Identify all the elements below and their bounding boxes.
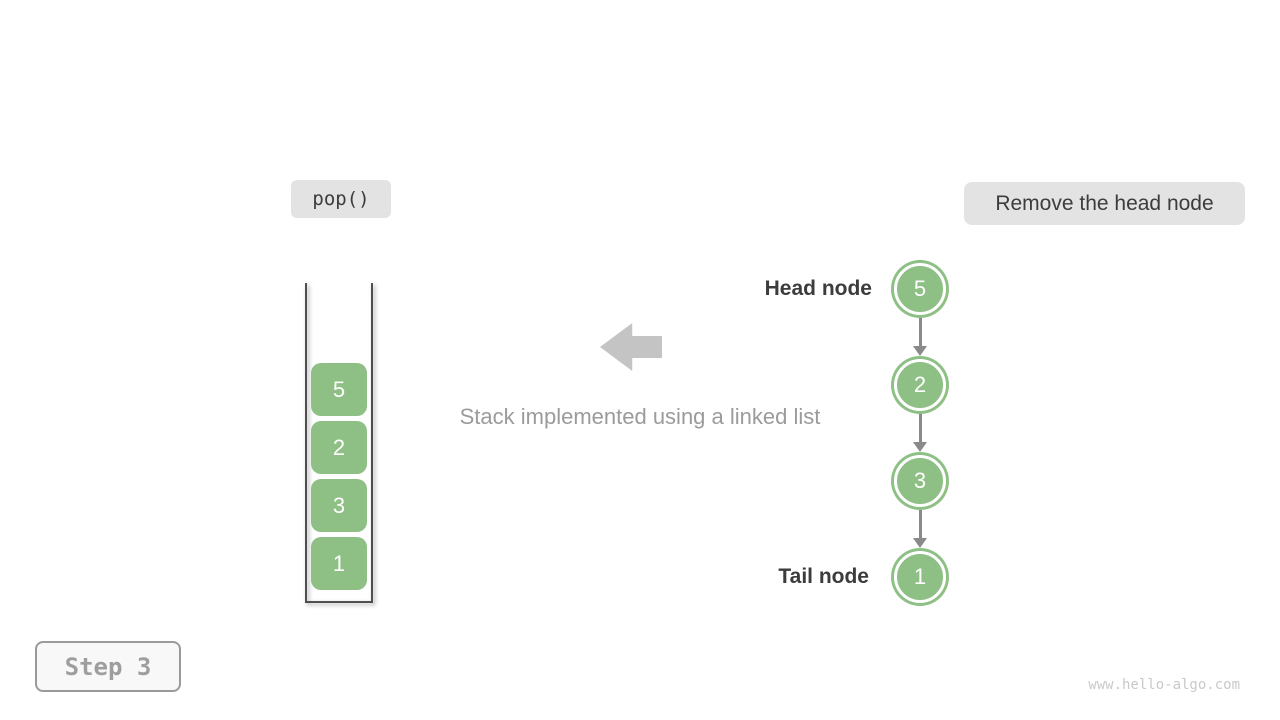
annotation-label: Remove the head node <box>995 191 1214 215</box>
stack-item: 3 <box>311 479 367 532</box>
pop-operation-label: pop() <box>312 188 370 210</box>
pop-operation-badge: pop() <box>291 180 391 218</box>
tail-node-label: Tail node <box>778 565 869 588</box>
linked-list-node: 5 <box>894 263 946 315</box>
arrow-shaft <box>918 414 922 442</box>
linked-list-node: 3 <box>894 455 946 507</box>
down-arrow-icon <box>913 510 927 548</box>
annotation-badge: Remove the head node <box>964 182 1245 225</box>
linked-list-node: 1 <box>894 551 946 603</box>
watermark-text: www.hello-algo.com <box>1088 677 1240 693</box>
stack-item: 2 <box>311 421 367 474</box>
arrow-tip <box>913 346 927 356</box>
arrow-tip <box>913 538 927 548</box>
arrow-shaft <box>918 318 922 346</box>
down-arrow-icon <box>913 414 927 452</box>
stack-item: 5 <box>311 363 367 416</box>
arrow-tip <box>913 442 927 452</box>
caption-text: Stack implemented using a linked list <box>459 404 821 429</box>
linked-list-node: 2 <box>894 359 946 411</box>
stack-item: 1 <box>311 537 367 590</box>
left-block-arrow-icon <box>600 323 662 371</box>
stack-vessel <box>305 283 373 603</box>
down-arrow-icon <box>913 318 927 356</box>
arrow-shaft <box>918 510 922 538</box>
head-node-label: Head node <box>764 277 872 300</box>
step-label: Step 3 <box>64 652 152 681</box>
step-indicator: Step 3 <box>35 641 181 692</box>
